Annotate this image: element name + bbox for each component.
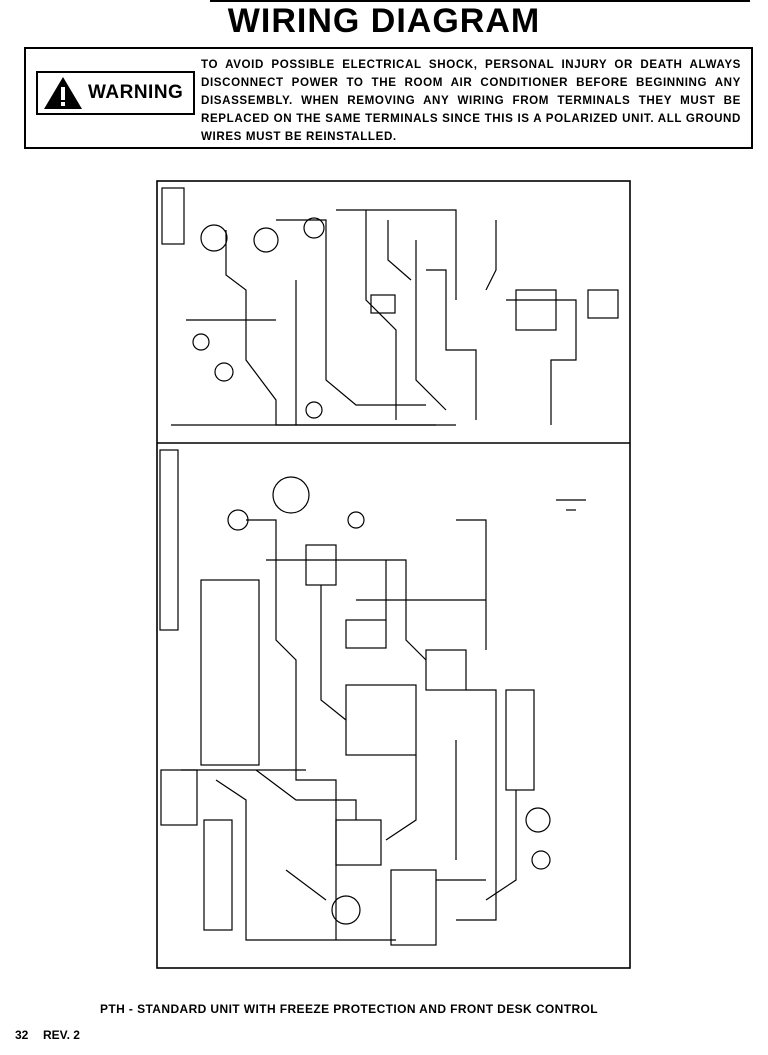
resistor-symbol (531, 850, 551, 870)
page-number: 32 (15, 1028, 29, 1042)
compressor-symbol (331, 895, 361, 925)
switch-block (335, 819, 382, 866)
warning-badge: WARNING (36, 71, 195, 115)
freeze-control-box (200, 579, 260, 766)
heat-relay (425, 649, 467, 691)
lower-schematic (159, 449, 586, 946)
front-desk-control (203, 819, 233, 931)
capacitor-symbol (303, 217, 325, 239)
motor-symbol (253, 227, 279, 253)
relay-block (305, 544, 337, 586)
heater-motor-symbol (525, 807, 551, 833)
contactor-block (345, 619, 387, 649)
terminal-strip (505, 689, 535, 791)
upper-schematic (161, 187, 619, 426)
control-board (390, 869, 437, 946)
compressor-symbol (214, 362, 234, 382)
power-cord-plug (160, 769, 198, 826)
warning-label: WARNING (88, 82, 184, 103)
fan-symbol (192, 333, 210, 351)
revision-label: REV. 2 (43, 1028, 80, 1042)
capacitor-symbol (227, 509, 249, 531)
diagram-border (156, 180, 631, 969)
diagram-caption: PTH - STANDARD UNIT WITH FREEZE PROTECTI… (100, 1002, 598, 1016)
wiring-schematic (156, 180, 631, 969)
thermostat-block (370, 294, 396, 314)
page-title: WIRING DIAGRAM (227, 2, 541, 40)
terminal-board (345, 684, 417, 756)
exclamation-triangle-icon (44, 77, 82, 109)
warning-text: TO AVOID POSSIBLE ELECTRICAL SHOCK, PERS… (201, 58, 741, 143)
motor-symbol (200, 224, 228, 252)
top-rule (210, 0, 750, 6)
relay-block (587, 289, 619, 319)
warning-box: WARNING TO AVOID POSSIBLE ELECTRICAL SHO… (24, 47, 753, 149)
terminal-symbol (305, 401, 323, 419)
legend-column (159, 449, 179, 631)
overload-symbol (347, 511, 365, 529)
fan-motor-symbol (272, 476, 310, 514)
relay-coil (515, 289, 557, 331)
